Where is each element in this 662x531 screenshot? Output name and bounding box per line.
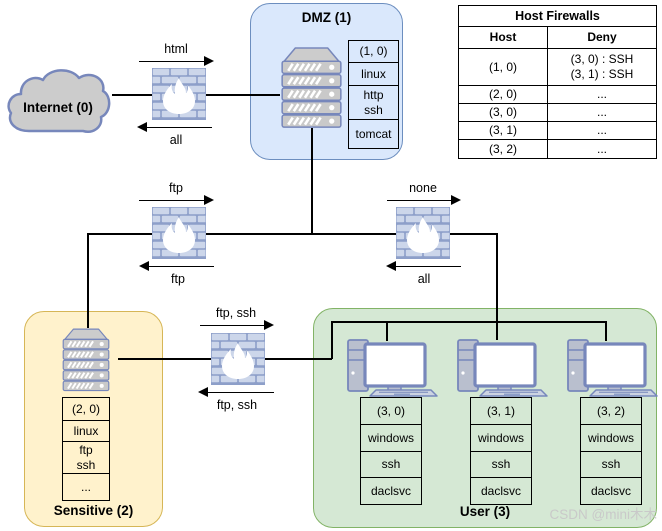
edge-label-to-user: none	[409, 181, 437, 195]
edge-label-user-to-sensitive: ftp, ssh	[216, 398, 258, 412]
host-os-cell: linux	[349, 63, 398, 86]
host-software-cell: tomcat	[355, 126, 392, 141]
edge-label-sensitive-to-user: ftp, ssh	[215, 306, 257, 320]
zone-dmz-label: DMZ (1)	[301, 10, 352, 25]
user-host-table-3-0: (3, 0) windows ssh daclsvc	[360, 397, 422, 505]
link-internet-firewall	[112, 94, 152, 96]
arrow-to-sensitive	[139, 195, 214, 205]
host-cell: (3, 2)	[488, 141, 517, 156]
workstation-3-1-icon	[456, 335, 548, 397]
link-user-bus	[331, 321, 606, 323]
host-id-cell: (3, 1)	[471, 398, 531, 425]
host-services-cell: ssh	[581, 452, 641, 478]
host-cell: (3, 0)	[459, 104, 547, 122]
firewall-dmz-sensitive-icon	[152, 207, 206, 259]
arrow-from-sensitive	[139, 261, 214, 271]
arrow-sensitive-to-user	[200, 320, 274, 330]
zone-dmz: DMZ (1)	[250, 3, 403, 160]
user-host-table-3-1: (3, 1) windows ssh daclsvc	[470, 397, 532, 505]
edge-label-to-sensitive: ftp	[169, 181, 183, 195]
arrow-dmz-to-internet	[137, 122, 212, 132]
arrow-to-user	[387, 195, 461, 205]
column-header-deny: Deny	[547, 27, 656, 49]
host-services-cell: ssh	[361, 452, 421, 478]
dmz-server-icon	[279, 44, 344, 129]
host-cell: (3, 1)	[459, 122, 547, 140]
arrow-internet-to-dmz	[139, 56, 214, 66]
workstation-3-0-icon	[346, 335, 438, 397]
zone-sensitive: Sensitive (2)	[24, 311, 163, 527]
link-to-user-zone	[496, 233, 498, 340]
column-header-host: Host	[459, 27, 547, 49]
edge-label-from-sensitive: ftp	[171, 272, 185, 286]
workstation-3-2-icon	[566, 335, 658, 397]
zone-user-label: User (3)	[459, 504, 511, 519]
host-software-cell: daclsvc	[590, 483, 631, 498]
firewall-internet-dmz-icon	[152, 68, 206, 120]
zone-sensitive-label: Sensitive (2)	[53, 503, 134, 518]
arrow-from-user	[386, 261, 461, 271]
sensitive-server-icon	[54, 326, 118, 392]
host-os-cell: windows	[471, 425, 531, 452]
host-cell: (1, 0)	[459, 49, 547, 86]
link-user-riser	[331, 322, 333, 359]
firewall-dmz-user-icon	[396, 207, 450, 259]
host-os-cell: windows	[581, 425, 641, 452]
firewall-sensitive-user-icon	[211, 333, 265, 385]
host-os-cell: windows	[361, 425, 421, 452]
host-id-cell: (3, 2)	[581, 398, 641, 425]
host-id-cell: (3, 0)	[361, 398, 421, 425]
link-to-sensitive-server	[87, 233, 89, 328]
host-services-cell: ssh	[471, 452, 531, 478]
host-cell: (2, 0)	[459, 86, 547, 104]
link-drop-host-3-0	[386, 321, 388, 341]
link-drop-host-3-2	[605, 321, 607, 341]
host-firewalls-table: Host Firewalls Host Deny (1, 0) (3, 0) :…	[458, 5, 657, 159]
host-software-cell: daclsvc	[370, 483, 411, 498]
internet-label: Internet (0)	[23, 100, 93, 115]
link-main-bus	[87, 233, 497, 235]
deny-cell: (3, 0) : SSH (3, 1) : SSH	[547, 49, 656, 86]
deny-cell: ...	[547, 104, 656, 122]
link-firewall-dmz-server	[204, 94, 280, 96]
host-firewalls-title: Host Firewalls	[459, 6, 656, 27]
edge-label-internet-to-dmz: html	[164, 42, 188, 56]
watermark-text: CSDN @mini木木	[549, 507, 657, 522]
user-host-table-3-2: (3, 2) windows ssh daclsvc	[580, 397, 642, 505]
host-os-cell: linux	[63, 421, 109, 442]
edge-label-from-user: all	[417, 272, 431, 286]
deny-cell: ...	[547, 86, 656, 104]
host-more-cell: ...	[80, 479, 91, 494]
edge-label-dmz-to-internet: all	[169, 133, 183, 147]
host-id-cell: (2, 0)	[63, 398, 109, 421]
host-id-cell: (1, 0)	[349, 41, 398, 63]
host-software-cell: daclsvc	[480, 483, 521, 498]
deny-cell: ...	[547, 140, 656, 158]
arrow-user-to-sensitive	[198, 387, 274, 397]
deny-cell: ...	[547, 122, 656, 140]
link-dmz-trunk	[311, 128, 313, 234]
